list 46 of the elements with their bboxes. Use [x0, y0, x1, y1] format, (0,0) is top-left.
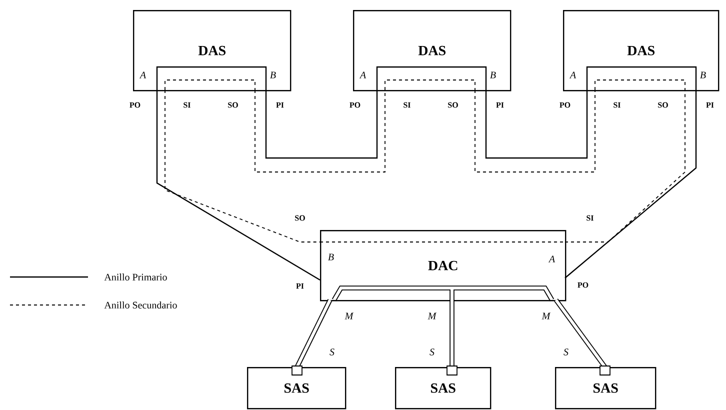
secondary-ring-line	[474, 90, 596, 172]
port-label: S	[564, 348, 568, 356]
port-label: A	[569, 72, 576, 78]
port-label: M	[428, 312, 437, 320]
station-box: SAS	[555, 367, 656, 410]
ring-line	[564, 90, 697, 278]
port-label: B	[328, 254, 334, 260]
port-label: PI	[296, 283, 304, 289]
port-label: SO	[448, 102, 458, 108]
station-box: SAS	[247, 367, 346, 410]
port-label: M	[344, 312, 354, 320]
port-label: SI	[184, 102, 190, 108]
secondary-ring-line	[254, 90, 386, 172]
station-link	[554, 298, 610, 376]
port-label: A	[548, 256, 556, 262]
legend-text: Anillo Primario	[104, 273, 167, 281]
port-label: PI	[706, 102, 714, 108]
port-label: B	[270, 72, 276, 78]
station-link	[292, 298, 332, 376]
port-label: SI	[614, 102, 620, 108]
port-label: PI	[496, 102, 504, 108]
port-label: SI	[586, 215, 594, 221]
port-label: A	[139, 72, 146, 78]
port-label: SO	[295, 215, 305, 221]
port-label: PO	[350, 102, 360, 108]
port-label: SO	[228, 102, 238, 108]
port-label: PI	[276, 102, 284, 108]
port-label: PO	[130, 102, 140, 108]
port-label: S	[330, 348, 334, 356]
station-box: SAS	[395, 367, 492, 410]
ring-line	[265, 90, 378, 159]
legend-text: Anillo Secundario	[104, 301, 177, 309]
port-label: SO	[658, 102, 668, 108]
port-label: S	[430, 348, 434, 356]
port-label: PO	[560, 102, 570, 108]
secondary-ring-line	[564, 90, 686, 242]
port-label: PO	[578, 282, 588, 288]
ring-line	[485, 90, 588, 159]
port-label: B	[700, 72, 706, 78]
station-link	[446, 300, 458, 376]
port-label: B	[490, 72, 496, 78]
port-label: SI	[404, 102, 410, 108]
secondary-ring-line	[164, 90, 320, 242]
port-label: M	[542, 312, 551, 320]
ring-line	[156, 90, 320, 281]
port-label: A	[359, 72, 366, 78]
